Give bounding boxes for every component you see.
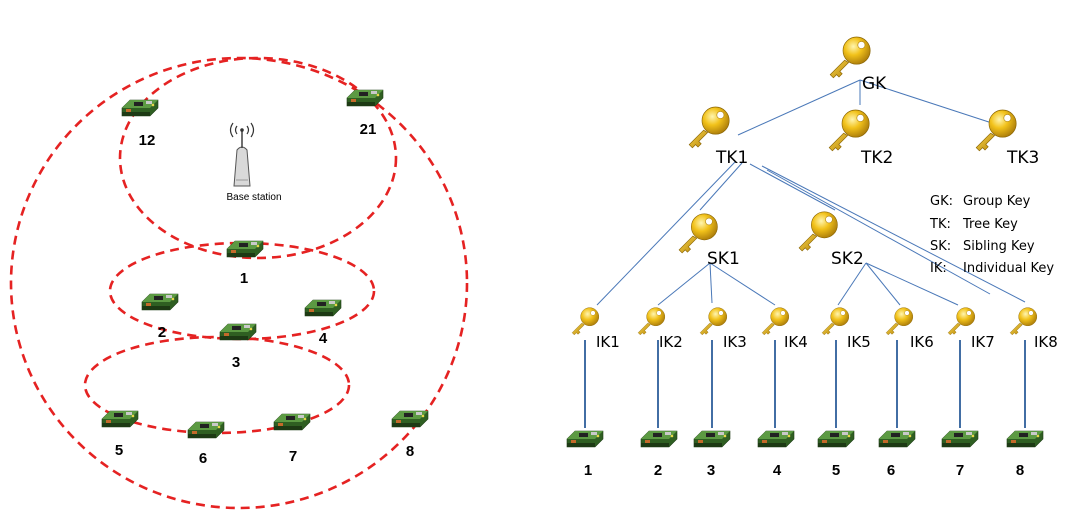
tree-edges <box>584 79 1026 428</box>
tree-key-label: TK3 <box>1006 148 1039 168</box>
sensor-label: 6 <box>887 462 895 479</box>
sensor-label: 5 <box>832 462 840 479</box>
bottom-cluster-ellipse <box>83 335 351 435</box>
top-cluster-ellipse <box>118 56 398 260</box>
sensor-board-icon <box>346 89 384 107</box>
sensor-board-icon <box>101 410 139 428</box>
legend-abbr: GK: <box>930 194 953 209</box>
node-label: 4 <box>319 330 328 347</box>
individual-key-label: IK1 <box>596 333 620 351</box>
network-panel: Base station 12 21 1 2 3 4 5 6 7 8 <box>9 56 469 510</box>
sensor-board-icon <box>273 413 311 431</box>
individual-key-icon <box>1009 307 1038 336</box>
individual-key-icon <box>761 307 790 336</box>
sensor-label: 4 <box>773 462 782 479</box>
individual-key-label: IK7 <box>971 333 995 351</box>
node-label: 12 <box>139 132 156 149</box>
node-label: 5 <box>115 442 123 459</box>
sensor-board-icon <box>757 430 795 448</box>
individual-key-icon <box>637 307 666 336</box>
sensor-board-icon <box>121 99 159 117</box>
sensor-board-icon <box>817 430 855 448</box>
legend-text: Sibling Key <box>963 239 1035 254</box>
sensor-board-icon <box>391 410 429 428</box>
base-station-label: Base station <box>226 192 281 203</box>
individual-key-label: IK8 <box>1034 333 1058 351</box>
individual-key-icon <box>699 307 728 336</box>
individual-key-label: IK2 <box>659 333 683 351</box>
sibling-key-label: SK2 <box>831 249 864 269</box>
group-key-icon <box>829 36 871 79</box>
legend-text: Tree Key <box>962 217 1018 232</box>
node-label: 21 <box>360 121 377 138</box>
node-label: 8 <box>406 443 414 460</box>
node-label: 1 <box>240 270 248 287</box>
base-station-icon <box>229 122 255 187</box>
sibling-key-icon <box>678 213 718 254</box>
legend-text: Individual Key <box>963 261 1054 276</box>
individual-key-icon <box>947 307 976 336</box>
node-label: 3 <box>232 354 240 371</box>
legend-abbr: TK: <box>929 217 951 232</box>
sensor-board-icon <box>878 430 916 448</box>
middle-cluster-ellipse <box>108 241 376 341</box>
sensor-board-icon <box>304 299 342 317</box>
individual-key-label: IK5 <box>847 333 871 351</box>
legend-abbr: SK: <box>930 239 951 254</box>
tree-key-icon <box>688 106 730 149</box>
sensor-label: 3 <box>707 462 715 479</box>
sensor-board-icon <box>219 323 257 341</box>
sensor-board-icon <box>226 240 264 258</box>
node-label: 7 <box>289 448 297 465</box>
sensor-board-icon <box>640 430 678 448</box>
tree-key-label: TK2 <box>860 148 893 168</box>
group-key-label: GK <box>862 74 887 94</box>
individual-key-icon <box>821 307 850 336</box>
sibling-key-icon <box>798 211 838 252</box>
sensor-board-icon <box>1006 430 1044 448</box>
sibling-key-label: SK1 <box>707 249 740 269</box>
tree-key-icon <box>828 109 870 152</box>
sensor-label: 1 <box>584 462 592 479</box>
node-label: 2 <box>158 324 166 341</box>
tree-key-icon <box>975 109 1017 152</box>
legend-text: Group Key <box>963 194 1031 209</box>
sensor-label: 7 <box>956 462 964 479</box>
node-label: 6 <box>199 450 207 467</box>
sensor-label: 8 <box>1016 462 1024 479</box>
individual-key-icon <box>885 307 914 336</box>
individual-key-icon <box>571 307 600 336</box>
sensor-board-icon <box>141 293 179 311</box>
sensor-label: 2 <box>654 462 662 479</box>
sensor-board-icon <box>693 430 731 448</box>
key-tree-panel: GK TK1 TK2 TK3 SK1 SK2 IK1 IK2 IK3 IK4 I… <box>566 36 1058 479</box>
sensor-board-icon <box>187 421 225 439</box>
individual-key-label: IK6 <box>910 333 934 351</box>
legend: GK: Group Key TK: Tree Key SK: Sibling K… <box>929 194 1054 276</box>
individual-key-label: IK3 <box>723 333 747 351</box>
tree-key-label: TK1 <box>715 148 748 168</box>
sensor-board-icon <box>941 430 979 448</box>
individual-key-label: IK4 <box>784 333 808 351</box>
legend-abbr: IK: <box>930 261 947 276</box>
sensor-board-icon <box>566 430 604 448</box>
